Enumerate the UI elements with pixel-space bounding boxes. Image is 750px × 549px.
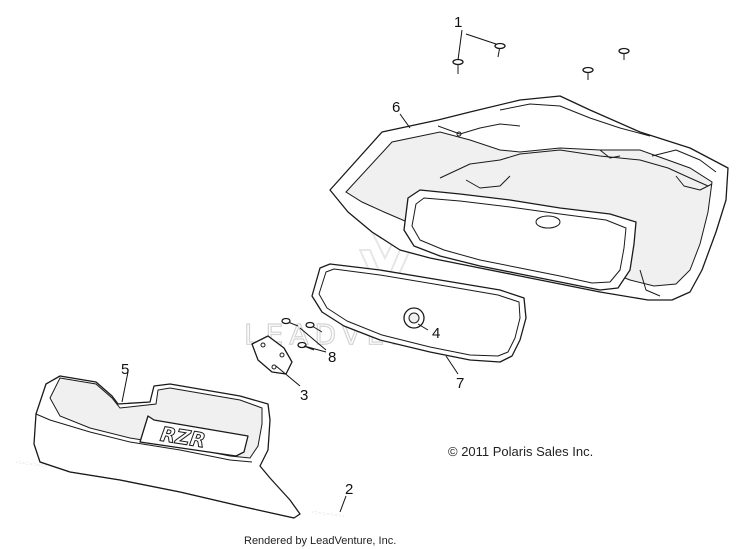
part-6-glove-box-housing	[329, 95, 729, 301]
pin-2b	[311, 511, 345, 517]
screw-1c	[582, 66, 594, 80]
screw-8b	[305, 321, 323, 333]
part-5-glove-box-door: RZR	[33, 375, 301, 519]
callout-1: 1	[454, 14, 462, 31]
rendered-by-credit: Rendered by LeadVenture, Inc.	[244, 535, 396, 547]
leader-lines	[121, 29, 497, 513]
callout-2: 2	[345, 481, 353, 498]
copyright-notice: © 2011 Polaris Sales Inc.	[448, 444, 593, 459]
screw-1a	[452, 58, 464, 74]
part-3-bracket	[251, 335, 293, 375]
part-1-screws	[452, 42, 630, 80]
callout-4: 4	[432, 325, 440, 342]
callout-8: 8	[328, 349, 336, 366]
screw-8a	[281, 317, 299, 327]
callout-6: 6	[392, 99, 400, 116]
callout-5: 5	[121, 361, 129, 378]
screw-1b	[494, 42, 506, 58]
pin-2a	[15, 461, 47, 467]
callout-7: 7	[456, 375, 464, 392]
callout-3: 3	[300, 387, 308, 404]
callout-labels: 1 2 3 4 5 6 7 8	[121, 14, 464, 498]
part-4-grommet	[403, 307, 425, 329]
screw-1d	[618, 47, 630, 60]
part-2-pins	[15, 461, 345, 517]
